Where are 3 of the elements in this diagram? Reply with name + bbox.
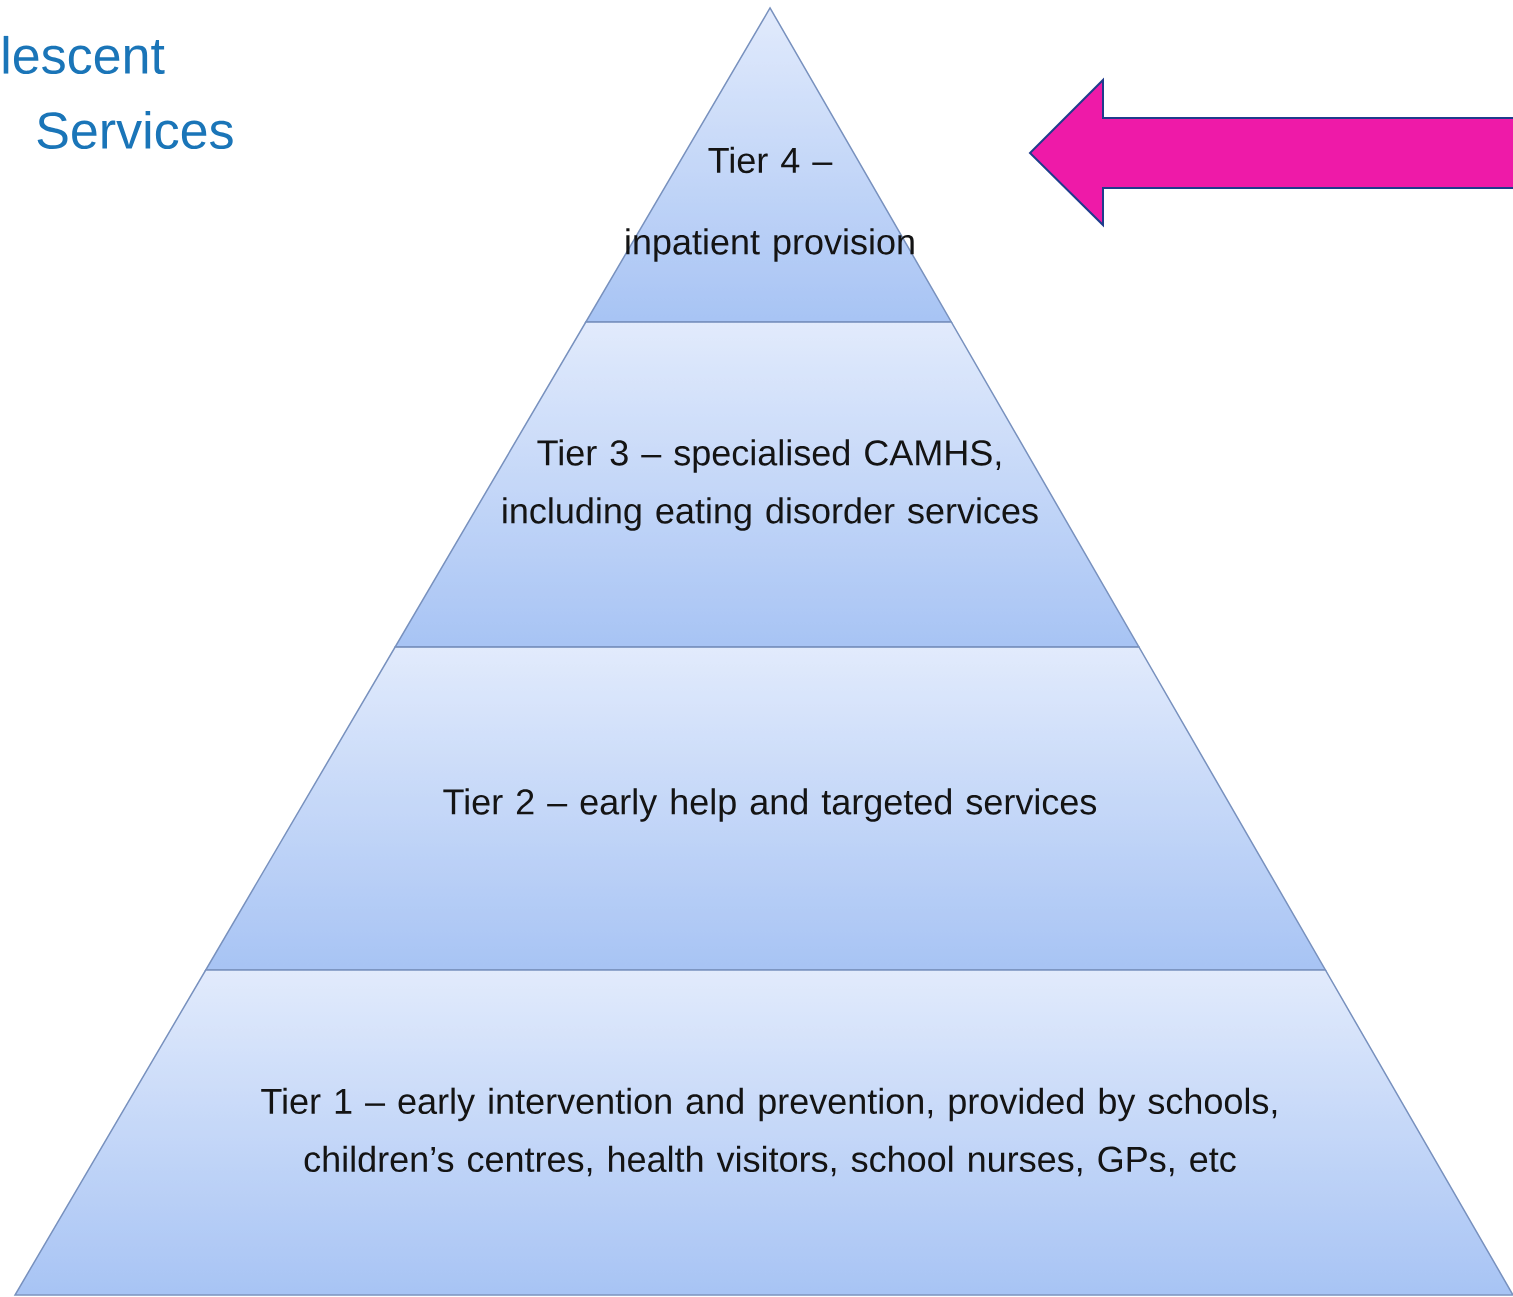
pyramid-tier: Tier 2 – early help and targeted services [204, 646, 1327, 971]
heading-text: lescent [3, 35, 165, 75]
heading-text: Services [37, 110, 233, 150]
